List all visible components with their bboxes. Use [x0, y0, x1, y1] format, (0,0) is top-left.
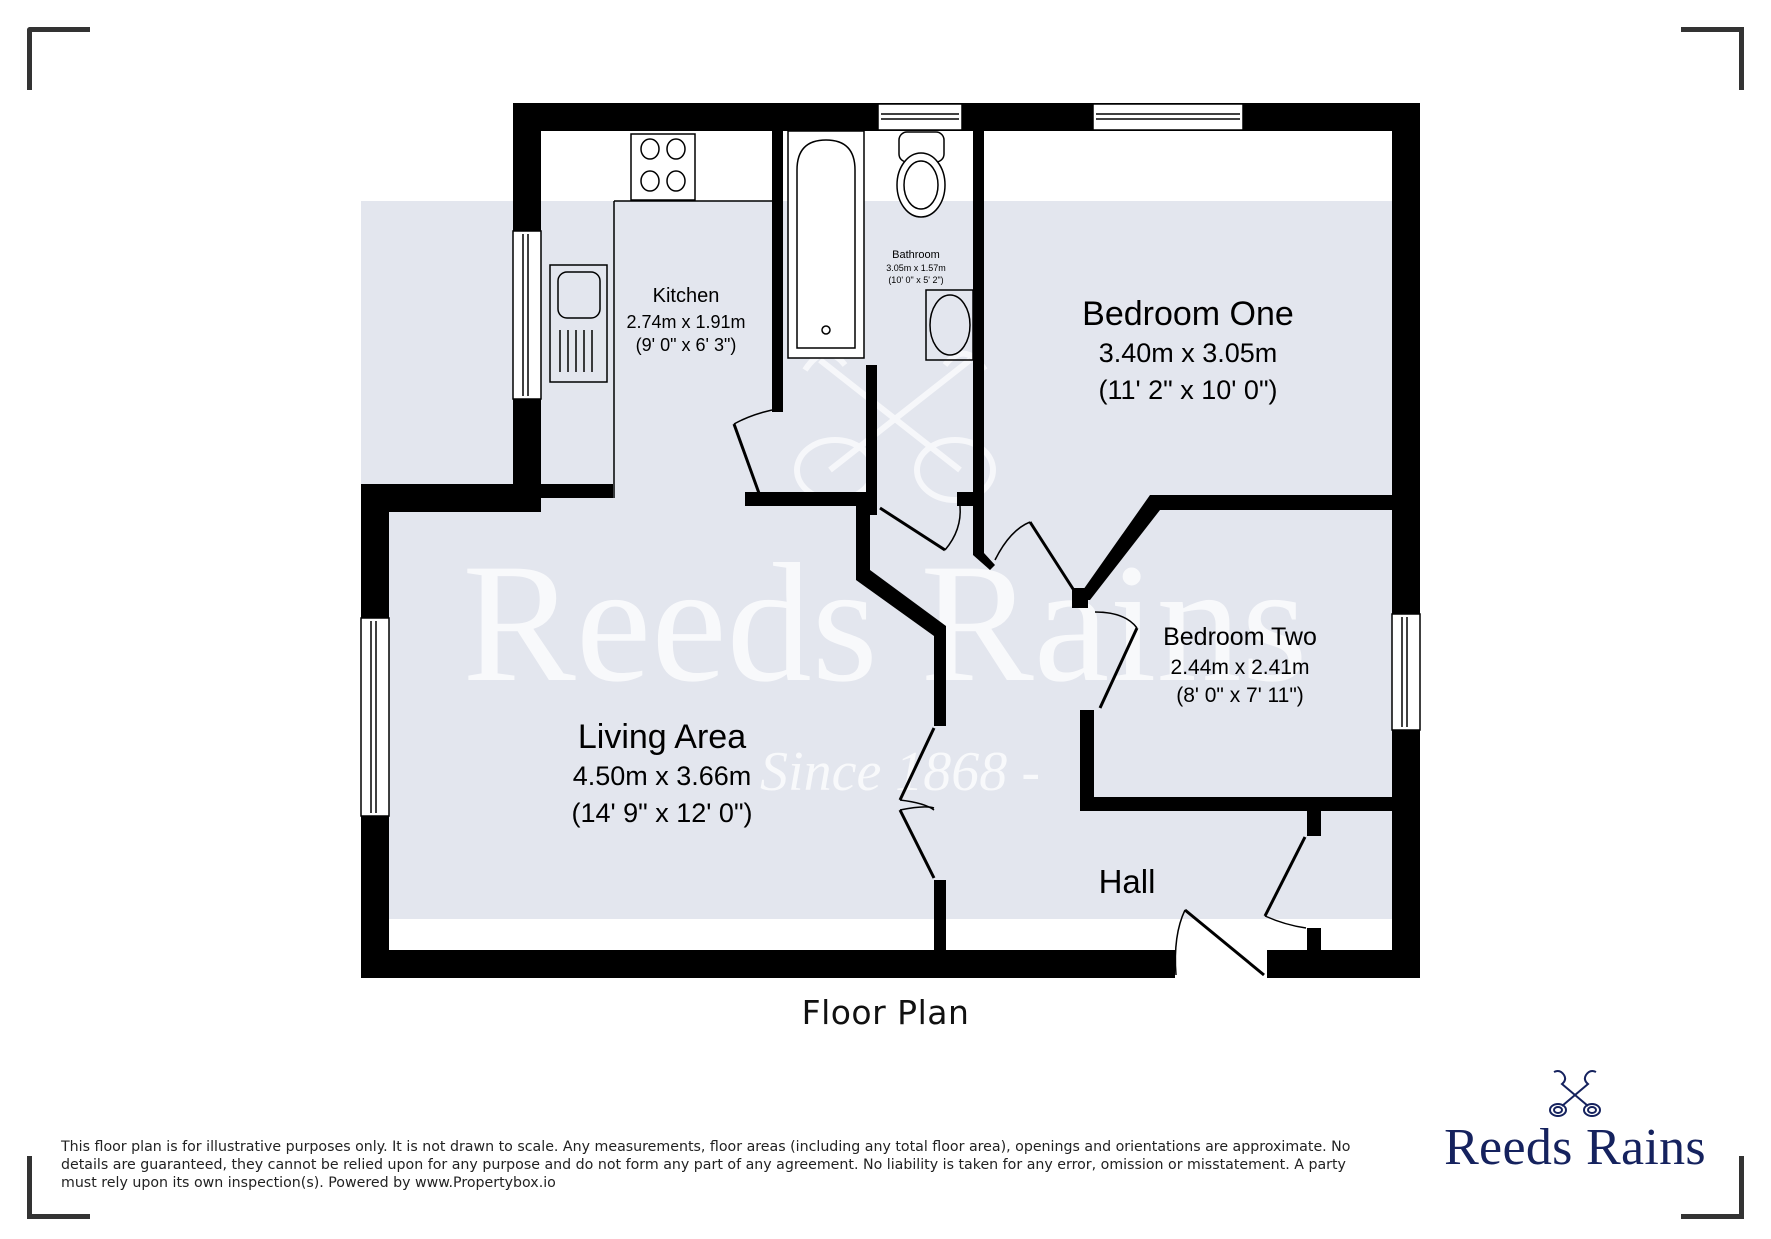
windows — [360, 103, 1421, 817]
window-bedroom-two — [1391, 613, 1421, 731]
brand-name: Reeds Rains — [1444, 1119, 1706, 1176]
svg-text:Living Area: Living Area — [578, 718, 746, 756]
svg-text:(10' 0" x 5' 2"): (10' 0" x 5' 2") — [888, 275, 943, 285]
watermark-tagline: Since 1868 - — [760, 741, 1040, 803]
room-living-area: Living Area 4.50m x 3.66m (14' 9" x 12' … — [571, 718, 752, 828]
svg-text:Kitchen: Kitchen — [653, 285, 720, 307]
corner-mark-top-right — [1681, 27, 1744, 90]
floor-plan-title: Floor Plan — [801, 993, 970, 1032]
svg-text:4.50m x 3.66m: 4.50m x 3.66m — [573, 761, 752, 791]
window-bathroom — [877, 103, 963, 131]
svg-text:(8' 0" x 7' 11"): (8' 0" x 7' 11") — [1176, 684, 1304, 707]
svg-text:Bathroom: Bathroom — [892, 249, 940, 261]
disclaimer-text: This floor plan is for illustrative purp… — [61, 1139, 1351, 1191]
hob-icon — [630, 133, 696, 201]
room-bedroom-one: Bedroom One 3.40m x 3.05m (11' 2" x 10' … — [1082, 295, 1294, 405]
svg-text:Bedroom Two: Bedroom Two — [1163, 623, 1317, 651]
svg-text:3.05m x 1.57m: 3.05m x 1.57m — [886, 263, 946, 273]
svg-text:(11' 2" x 10' 0"): (11' 2" x 10' 0") — [1098, 375, 1277, 405]
window-kitchen — [512, 230, 542, 400]
watermark-brand: Reeds Rains — [462, 529, 1307, 717]
doors — [732, 409, 1307, 978]
svg-text:(14' 9" x 12' 0"): (14' 9" x 12' 0") — [571, 798, 752, 828]
window-living — [360, 617, 390, 817]
fixtures — [549, 130, 974, 498]
corner-mark-bottom-right — [1681, 1156, 1744, 1219]
sink-icon — [549, 264, 608, 383]
bathtub-icon — [787, 130, 865, 359]
brand-logo: Reeds Rains — [1430, 1068, 1720, 1174]
room-bedroom-two: Bedroom Two 2.44m x 2.41m (8' 0" x 7' 11… — [1163, 623, 1317, 707]
window-bedroom-one — [1092, 103, 1244, 131]
basin-icon — [925, 289, 974, 361]
svg-text:3.40m x 3.05m: 3.40m x 3.05m — [1099, 338, 1278, 368]
svg-text:Bedroom One: Bedroom One — [1082, 295, 1294, 333]
watermark: Reeds Rains Since 1868 - — [462, 350, 1308, 803]
crossed-keys-icon — [1549, 1070, 1601, 1117]
svg-text:Hall: Hall — [1099, 863, 1156, 900]
svg-text:(9' 0" x 6' 3"): (9' 0" x 6' 3") — [636, 335, 737, 355]
svg-text:2.74m x 1.91m: 2.74m x 1.91m — [626, 312, 745, 332]
room-bathroom: Bathroom 3.05m x 1.57m (10' 0" x 5' 2") — [886, 249, 946, 285]
corner-mark-top-left — [27, 27, 90, 90]
room-kitchen: Kitchen 2.74m x 1.91m (9' 0" x 6' 3") — [626, 285, 745, 355]
room-labels: Kitchen 2.74m x 1.91m (9' 0" x 6' 3") Ba… — [571, 249, 1316, 900]
svg-text:2.44m x 2.41m: 2.44m x 2.41m — [1171, 656, 1310, 679]
room-hall: Hall — [1099, 863, 1156, 900]
corner-mark-bottom-left — [27, 1156, 90, 1219]
